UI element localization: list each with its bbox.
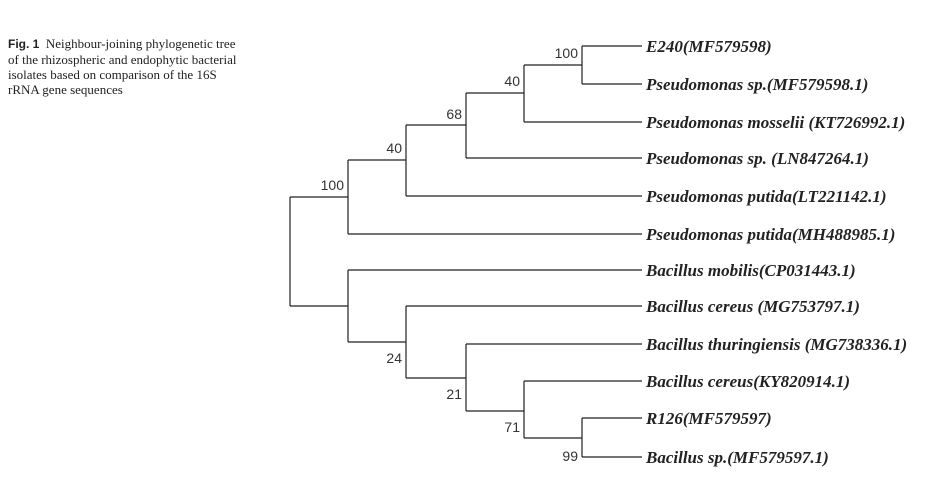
taxon-label: Bacillus mobilis(CP031443.1) (645, 261, 856, 280)
taxon-label: Pseudomonas putida(MH488985.1) (645, 225, 895, 244)
taxon-labels: E240(MF579598) Pseudomonas sp.(MF579598.… (645, 37, 907, 467)
figure-caption-text: Neighbour-joining phylogenetic tree of t… (8, 36, 237, 97)
bootstrap-label: 40 (504, 73, 520, 89)
branch-node-40a (523, 64, 642, 123)
taxon-label: Pseudomonas sp. (LN847264.1) (645, 149, 869, 168)
taxon-label: Bacillus cereus(KY820914.1) (645, 372, 850, 391)
bootstrap-values: 100 40 68 40 100 24 21 71 99 (321, 45, 579, 464)
bootstrap-label: 71 (504, 419, 520, 435)
branch-node-21 (465, 343, 642, 412)
branch-node-100 (347, 159, 642, 235)
taxon-label: Bacillus cereus (MG753797.1) (645, 297, 860, 316)
tree-branches (289, 45, 642, 458)
branch-node-68 (465, 92, 642, 159)
figure-caption: Fig. 1 Neighbour-joining phylogenetic tr… (8, 36, 248, 97)
taxon-label: Bacillus thuringiensis (MG738336.1) (645, 335, 907, 354)
bootstrap-label: 21 (446, 386, 462, 402)
branch-bacillus (347, 269, 642, 343)
taxon-label: Pseudomonas mosselii (KT726992.1) (645, 113, 905, 132)
branch-root (289, 196, 348, 307)
bootstrap-label: 68 (446, 106, 462, 122)
bootstrap-label: 24 (386, 350, 402, 366)
bootstrap-label: 40 (386, 140, 402, 156)
branch-node-24 (405, 305, 642, 379)
taxon-label: Pseudomonas putida(LT221142.1) (645, 187, 887, 206)
taxon-label: Pseudomonas sp.(MF579598.1) (645, 75, 868, 94)
branch-node-40b (405, 124, 642, 197)
bootstrap-label: 100 (321, 177, 345, 193)
figure-label: Fig. 1 (8, 37, 40, 51)
taxon-label: E240(MF579598) (645, 37, 772, 56)
branch-clade-e240 (581, 45, 642, 85)
bootstrap-label: 99 (562, 448, 578, 464)
branch-node-99 (581, 417, 642, 458)
bootstrap-label: 100 (555, 45, 579, 61)
taxon-label: Bacillus sp.(MF579597.1) (645, 448, 829, 467)
taxon-label: R126(MF579597) (645, 409, 772, 428)
branch-node-71 (523, 380, 642, 439)
